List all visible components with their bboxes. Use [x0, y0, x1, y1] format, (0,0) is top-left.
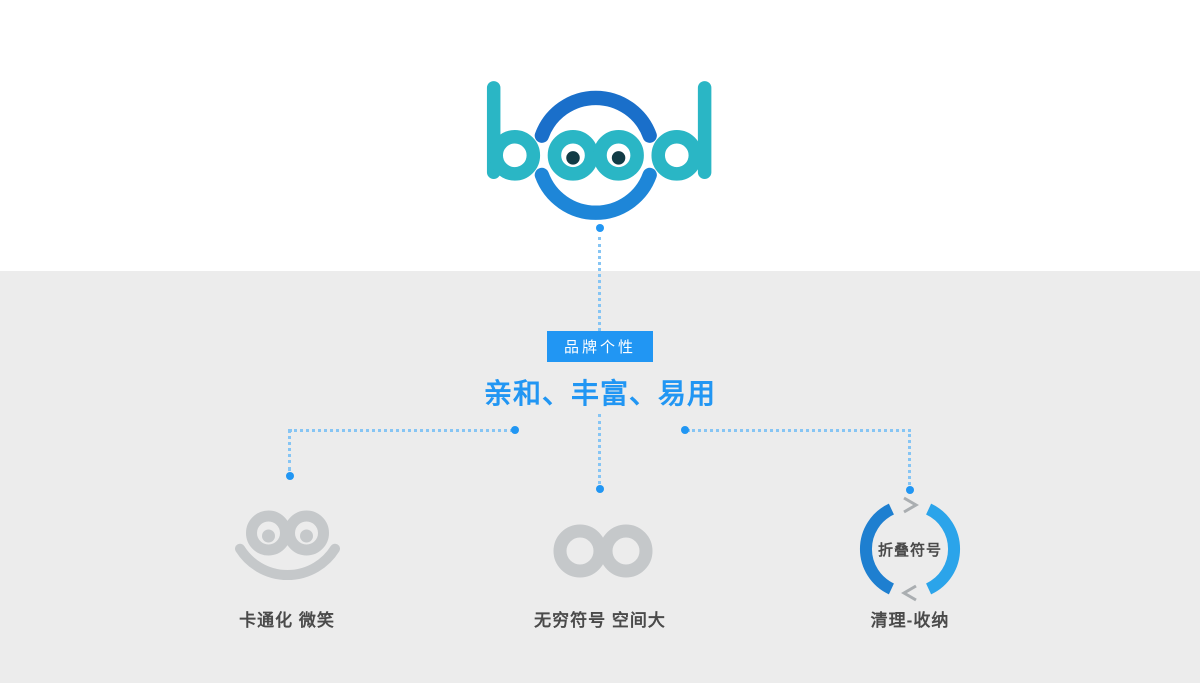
- branch-hline-right-dot: [681, 426, 689, 434]
- smiley-left-eye-dot: [262, 529, 275, 543]
- logo-left-eye-dot: [566, 151, 580, 165]
- smiley-smile-arc: [235, 543, 340, 580]
- branch-right-vline: [908, 429, 911, 485]
- infinity-icon: [553, 524, 653, 578]
- boad-logo: boad: [486, 81, 712, 220]
- root-label-badge: 品牌个性: [547, 331, 653, 362]
- brand-traits-heading: 亲和、丰富、易用: [483, 378, 716, 409]
- branch-label-fold: 清理-收纳: [870, 611, 950, 630]
- branch-left-dot: [286, 472, 294, 480]
- branch-middle-dot: [596, 485, 604, 493]
- connector-root-line: [598, 237, 601, 331]
- logo-bottom-arc: [534, 167, 657, 220]
- logo-eyes: [547, 130, 644, 181]
- logo-letter-b: [486, 81, 541, 181]
- root-label-text: 品牌个性: [563, 339, 636, 356]
- branch-label-cartoon-smile: 卡通化 微笑: [239, 611, 335, 630]
- connector-top-dot: [596, 224, 604, 232]
- branch-left-hline: [289, 429, 513, 432]
- smiley-right-eye-dot: [300, 529, 313, 543]
- smiley-face-icon: [235, 510, 340, 580]
- branch-hline-left-dot: [511, 426, 519, 434]
- fold-cycle-badge: 折叠符号: [877, 541, 942, 559]
- fold-cycle-icon: [860, 496, 960, 602]
- branch-right-hline: [687, 429, 911, 432]
- logo-letter-d: [651, 81, 712, 181]
- fold-cycle-top-arrow: [903, 496, 919, 514]
- fold-cycle-right-arc: [925, 503, 960, 595]
- branch-middle-vline: [598, 414, 601, 484]
- logo-top-arc: [534, 90, 657, 143]
- branch-right-dot: [906, 486, 914, 494]
- fold-cycle-left-arc: [860, 503, 895, 595]
- branch-left-vline: [288, 429, 291, 471]
- logo-right-eye-dot: [611, 151, 626, 165]
- fold-cycle-bottom-arrow: [901, 584, 917, 602]
- branch-label-infinity: 无穷符号 空间大: [534, 611, 666, 630]
